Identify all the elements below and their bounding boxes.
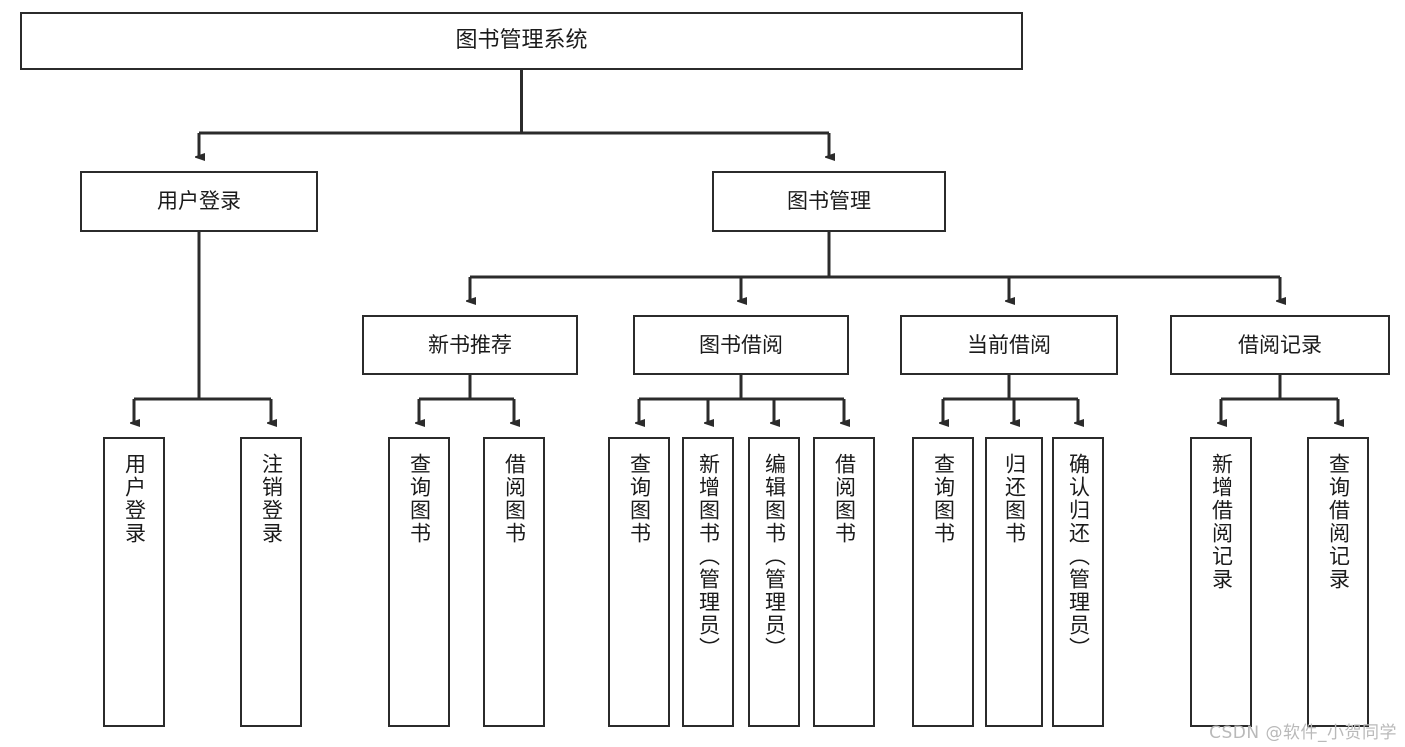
node-label: 用户登录: [122, 453, 147, 545]
node-current-borrow[interactable]: 当前借阅: [900, 315, 1118, 375]
node-label: 图书管理: [787, 189, 871, 214]
node-leaf-logout[interactable]: 注销登录: [240, 437, 302, 727]
node-label: 查询借阅记录: [1326, 453, 1351, 591]
node-book-manage[interactable]: 图书管理: [712, 171, 946, 232]
node-new-book-rec[interactable]: 新书推荐: [362, 315, 578, 375]
node-leaf-return-book[interactable]: 归还图书: [985, 437, 1043, 727]
node-leaf-borrow-book-1[interactable]: 借阅图书: [483, 437, 545, 727]
node-label: 查询图书: [931, 453, 956, 545]
node-label: 查询图书: [627, 453, 652, 545]
node-label: 图书借阅: [699, 332, 783, 357]
node-label: 当前借阅: [967, 332, 1051, 357]
node-label: 查询图书: [407, 453, 432, 545]
node-label: 编辑图书（管理员）: [762, 453, 787, 660]
node-leaf-query-book-2[interactable]: 查询图书: [608, 437, 670, 727]
node-label: 借阅图书: [502, 453, 527, 545]
node-leaf-query-record[interactable]: 查询借阅记录: [1307, 437, 1369, 727]
node-user-login[interactable]: 用户登录: [80, 171, 318, 232]
node-label: 用户登录: [157, 189, 241, 214]
node-borrow-record[interactable]: 借阅记录: [1170, 315, 1390, 375]
node-root[interactable]: 图书管理系统: [20, 12, 1023, 70]
node-leaf-query-book-3[interactable]: 查询图书: [912, 437, 974, 727]
node-leaf-add-book[interactable]: 新增图书（管理员）: [682, 437, 734, 727]
node-leaf-add-record[interactable]: 新增借阅记录: [1190, 437, 1252, 727]
node-leaf-edit-book[interactable]: 编辑图书（管理员）: [748, 437, 800, 727]
node-label: 图书管理系统: [455, 28, 588, 54]
node-leaf-confirm-return[interactable]: 确认归还（管理员）: [1052, 437, 1104, 727]
node-label: 借阅记录: [1238, 332, 1322, 357]
node-leaf-user-login[interactable]: 用户登录: [103, 437, 165, 727]
node-label: 新增图书（管理员）: [696, 453, 721, 660]
node-leaf-query-book-1[interactable]: 查询图书: [388, 437, 450, 727]
node-leaf-borrow-book-2[interactable]: 借阅图书: [813, 437, 875, 727]
node-label: 确认归还（管理员）: [1066, 453, 1091, 660]
csdn-watermark: CSDN @软件_小贺同学: [1209, 723, 1397, 743]
node-label: 注销登录: [259, 453, 284, 545]
node-book-borrow[interactable]: 图书借阅: [633, 315, 849, 375]
node-label: 借阅图书: [832, 453, 857, 545]
node-label: 新增借阅记录: [1209, 453, 1234, 591]
node-label: 归还图书: [1002, 453, 1027, 545]
node-label: 新书推荐: [428, 332, 512, 357]
